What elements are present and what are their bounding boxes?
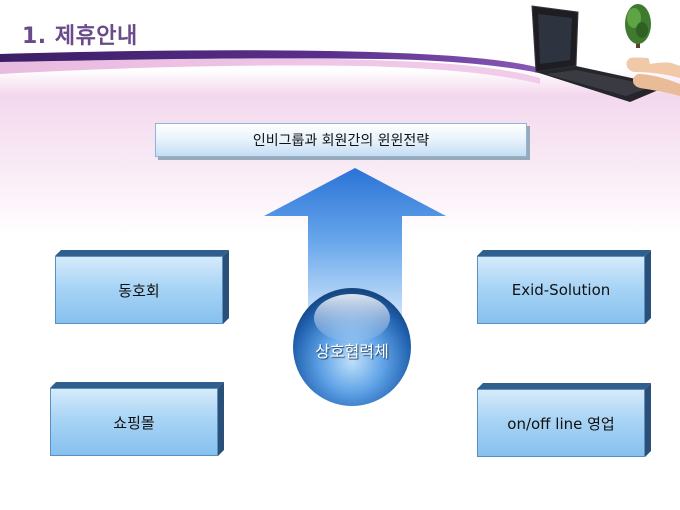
box-top-edge <box>55 250 229 256</box>
box-side-edge <box>218 382 224 456</box>
box-side-edge <box>645 383 651 457</box>
box-club: 동호회 <box>55 250 223 324</box>
box-exid-solution: Exid-Solution <box>477 250 645 324</box>
strategy-box: 인비그룹과 회원간의 윈윈전략 <box>155 123 527 157</box>
box-label: on/off line 영업 <box>507 414 615 433</box>
box-shopping-mall: 쇼핑몰 <box>50 382 218 456</box>
page-title: 1. 제휴안내 <box>22 24 138 49</box>
center-label: 상호협력체 <box>315 342 389 361</box>
up-arrow <box>264 168 446 318</box>
box-face <box>50 388 218 456</box>
box-top-edge <box>477 383 651 389</box>
box-online-offline-sales: on/off line 영업 <box>477 383 645 457</box>
box-side-edge <box>223 250 229 324</box>
box-label: 동호회 <box>118 281 160 300</box>
box-label: Exid-Solution <box>511 281 611 299</box>
header-swoosh <box>0 50 548 84</box>
box-label: 쇼핑몰 <box>113 413 155 432</box>
box-side-edge <box>645 250 651 324</box>
box-face <box>477 389 645 457</box>
box-top-edge <box>50 382 224 388</box>
laptop-with-tree-icon <box>531 4 680 102</box>
box-face <box>55 256 223 324</box>
box-face <box>477 256 645 324</box>
center-sphere <box>293 288 411 406</box>
box-top-edge <box>477 250 651 256</box>
